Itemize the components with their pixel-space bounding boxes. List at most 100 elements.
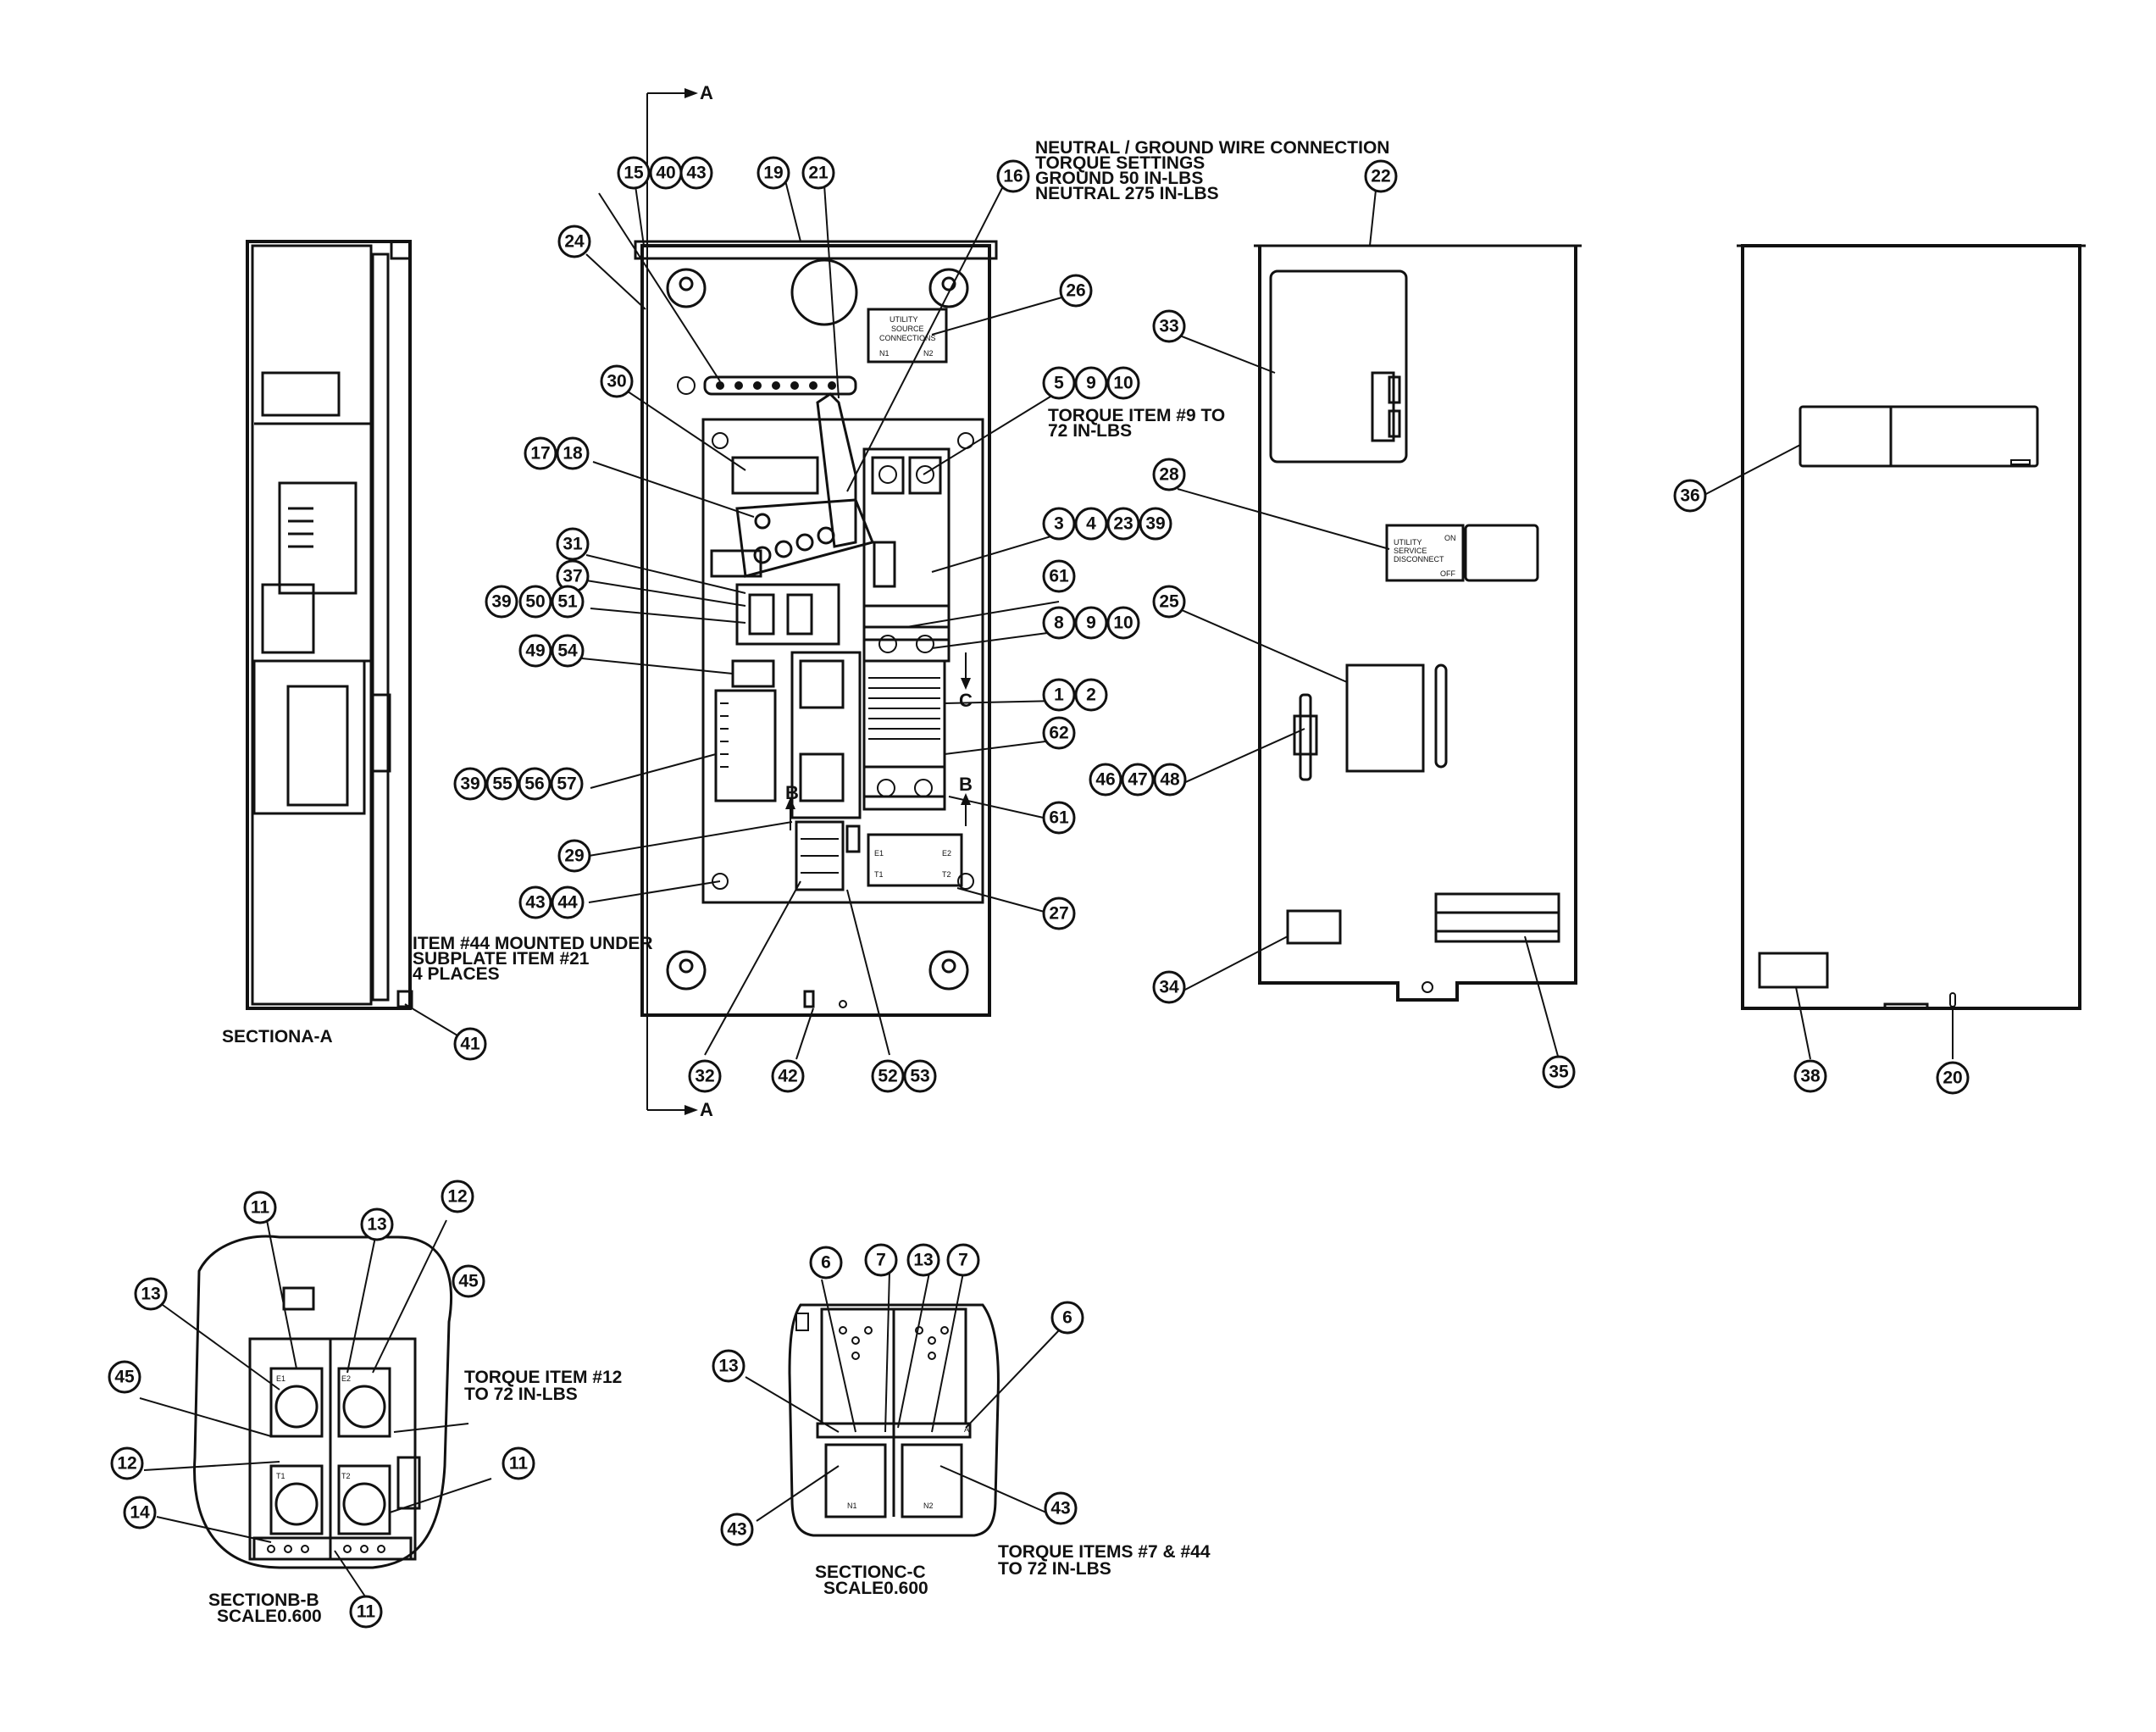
callout-23: 23 — [1106, 507, 1140, 541]
section-a-a-view: SECTIONA-A — [222, 240, 413, 1046]
off-marker: OFF — [1440, 569, 1455, 578]
callout-38: 38 — [1793, 1059, 1827, 1093]
callout-43: 43 — [518, 885, 552, 919]
leader-lines — [139, 173, 1954, 1615]
callout-7: 7 — [864, 1243, 898, 1277]
callout-14: 14 — [123, 1496, 157, 1529]
callout-41: 41 — [453, 1027, 487, 1061]
callout-50: 50 — [518, 585, 552, 619]
svg-text:45: 45 — [458, 1272, 479, 1291]
section-c-c-scale: SCALE0.600 — [823, 1579, 928, 1598]
svg-text:18: 18 — [563, 444, 583, 464]
section-a-cut-line: A A — [646, 82, 713, 1120]
callout-10: 10 — [1106, 366, 1140, 400]
callout-36: 36 — [1673, 479, 1707, 513]
on-marker: ON — [1444, 534, 1456, 542]
svg-text:23: 23 — [1113, 514, 1133, 534]
callout-18: 18 — [556, 436, 590, 470]
callout-48: 48 — [1153, 763, 1187, 797]
callout-44: 44 — [551, 885, 585, 919]
svg-text:12: 12 — [447, 1187, 467, 1207]
callout-29: 29 — [557, 839, 591, 873]
svg-text:39: 39 — [460, 774, 479, 794]
svg-text:56: 56 — [524, 774, 544, 794]
section-c-c-title: SECTIONC-C — [815, 1563, 926, 1582]
callout-35: 35 — [1542, 1055, 1576, 1089]
callout-11: 11 — [243, 1191, 277, 1224]
connections-label: CONNECTIONS — [879, 334, 936, 342]
svg-text:55: 55 — [492, 774, 513, 794]
section-a-marker-top: A — [700, 82, 713, 103]
svg-text:61: 61 — [1049, 808, 1069, 828]
torque-item12-note-2: TO 72 IN-LBS — [464, 1385, 578, 1404]
service-switch-label: SERVICE — [1394, 547, 1427, 555]
callout-6: 6 — [809, 1246, 843, 1280]
section-a-marker-bottom: A — [700, 1099, 713, 1120]
svg-text:54: 54 — [557, 641, 578, 661]
bb-e1-marker: E1 — [276, 1374, 285, 1383]
item44-note-2: SUBPLATE ITEM #21 — [413, 949, 590, 969]
svg-text:21: 21 — [808, 164, 829, 183]
callout-13: 13 — [134, 1277, 168, 1311]
callout-61: 61 — [1042, 559, 1076, 593]
callout-43: 43 — [679, 156, 713, 190]
callout-45: 45 — [108, 1360, 141, 1394]
callout-31: 31 — [556, 527, 590, 561]
torque-item9-note-1: TORQUE ITEM #9 TO — [1048, 406, 1225, 425]
neutral-ground-note-1: NEUTRAL / GROUND WIRE CONNECTION — [1035, 138, 1389, 158]
torque-item9-note-2: 72 IN-LBS — [1048, 421, 1132, 441]
svg-text:53: 53 — [910, 1067, 929, 1086]
t2-marker: T2 — [942, 870, 951, 879]
svg-text:25: 25 — [1159, 592, 1179, 612]
callout-46: 46 — [1089, 763, 1122, 797]
svg-text:32: 32 — [695, 1067, 714, 1086]
svg-text:61: 61 — [1049, 567, 1069, 586]
svg-text:10: 10 — [1113, 613, 1133, 633]
callout-13: 13 — [360, 1207, 394, 1241]
svg-text:13: 13 — [367, 1215, 386, 1235]
callout-5: 5 — [1042, 366, 1076, 400]
callout-55: 55 — [485, 767, 519, 801]
svg-text:52: 52 — [878, 1067, 897, 1086]
svg-text:6: 6 — [1062, 1308, 1072, 1328]
svg-text:43: 43 — [1050, 1499, 1070, 1518]
utility-label: UTILITY — [890, 315, 918, 324]
callout-61: 61 — [1042, 801, 1076, 835]
callout-8: 8 — [1042, 606, 1076, 640]
svg-text:35: 35 — [1549, 1063, 1569, 1082]
svg-text:39: 39 — [1145, 514, 1165, 534]
svg-text:40: 40 — [656, 164, 675, 183]
svg-text:24: 24 — [564, 232, 585, 252]
e2-marker: E2 — [942, 849, 951, 858]
svg-text:37: 37 — [563, 567, 582, 586]
svg-text:19: 19 — [763, 164, 783, 183]
svg-text:29: 29 — [564, 847, 584, 866]
svg-text:11: 11 — [509, 1454, 529, 1474]
svg-text:13: 13 — [913, 1251, 933, 1270]
cc-n2-marker: N2 — [923, 1502, 934, 1510]
svg-text:42: 42 — [778, 1067, 797, 1086]
svg-text:14: 14 — [130, 1503, 150, 1523]
svg-text:8: 8 — [1054, 613, 1064, 633]
callout-9: 9 — [1074, 366, 1108, 400]
callout-21: 21 — [801, 156, 835, 190]
svg-text:11: 11 — [251, 1198, 270, 1218]
svg-text:43: 43 — [727, 1520, 746, 1540]
svg-text:47: 47 — [1128, 770, 1147, 790]
item44-note-3: 4 PLACES — [413, 964, 500, 984]
svg-text:7: 7 — [958, 1251, 968, 1270]
svg-text:10: 10 — [1113, 374, 1133, 393]
n2-marker: N2 — [923, 349, 934, 358]
bb-t2-marker: T2 — [341, 1472, 351, 1480]
svg-text:20: 20 — [1943, 1069, 1962, 1088]
callout-56: 56 — [518, 767, 551, 801]
neutral-ground-note-4: NEUTRAL 275 IN-LBS — [1035, 184, 1219, 203]
svg-text:13: 13 — [141, 1285, 160, 1304]
callout-26: 26 — [1059, 274, 1093, 308]
callout-43: 43 — [720, 1513, 754, 1546]
source-label: SOURCE — [891, 325, 924, 333]
utility-switch-label: UTILITY — [1394, 538, 1422, 547]
bb-t1-marker: T1 — [276, 1472, 285, 1480]
callout-25: 25 — [1152, 585, 1186, 619]
